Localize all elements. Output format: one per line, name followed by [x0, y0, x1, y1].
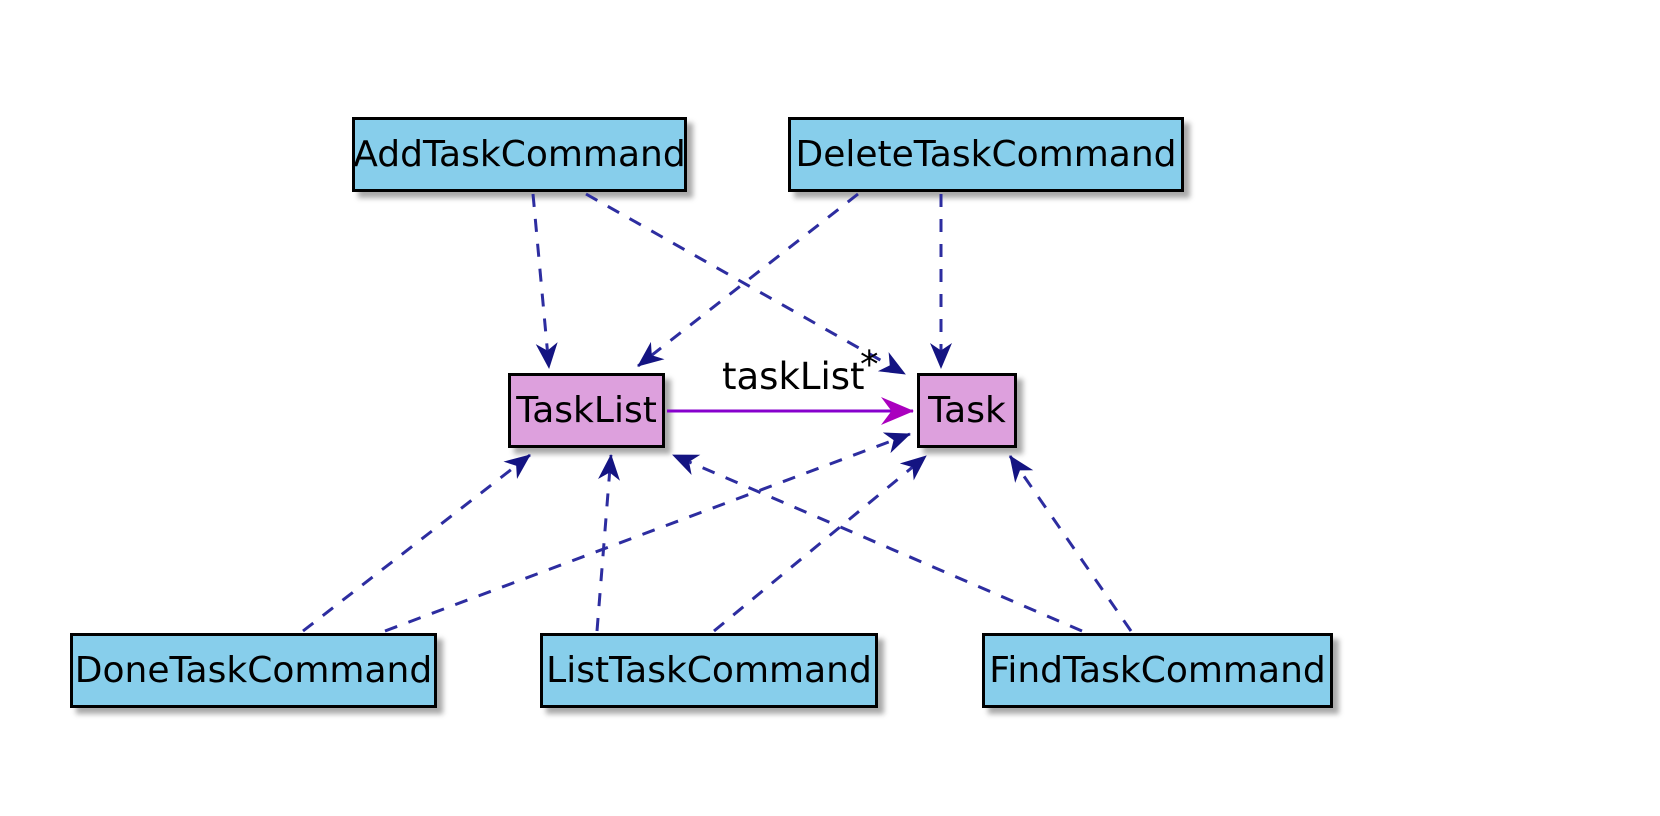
dependency-edge-findtaskcommand-to-task — [1008, 455, 1133, 632]
class-node-label: ListTaskCommand — [546, 650, 872, 691]
class-node-label: Task — [928, 390, 1006, 431]
dependency-edge-addtaskcommand-to-task — [585, 192, 906, 376]
class-node-task: Task — [917, 373, 1017, 448]
association-multiplicity-star: * — [860, 343, 879, 386]
class-node-label: AddTaskCommand — [353, 134, 686, 175]
class-node-tasklist: TaskList — [508, 373, 665, 448]
dependency-edge-addtaskcommand-to-tasklist — [531, 193, 558, 369]
class-node-donetaskcommand: DoneTaskCommand — [70, 633, 437, 708]
class-node-label: TaskList — [516, 390, 657, 431]
dependency-edge-donetaskcommand-to-task — [384, 432, 911, 633]
dependency-edge-listtaskcommand-to-task — [713, 454, 927, 633]
dependency-edge-listtaskcommand-to-tasklist — [595, 454, 620, 632]
class-node-listtaskcommand: ListTaskCommand — [540, 633, 878, 708]
class-node-deletetaskcommand: DeleteTaskCommand — [788, 117, 1184, 192]
dependency-edge-deletetaskcommand-to-tasklist — [637, 192, 859, 368]
class-node-label: FindTaskCommand — [989, 650, 1326, 691]
class-node-label: DoneTaskCommand — [74, 650, 433, 691]
dependency-edge-donetaskcommand-to-tasklist — [302, 453, 531, 633]
association-label-tasklist: taskList — [722, 355, 865, 398]
class-node-findtaskcommand: FindTaskCommand — [982, 633, 1333, 708]
class-node-addtaskcommand: AddTaskCommand — [352, 117, 687, 192]
dependency-edge-findtaskcommand-to-tasklist — [672, 453, 1083, 633]
class-node-label: DeleteTaskCommand — [795, 134, 1177, 175]
